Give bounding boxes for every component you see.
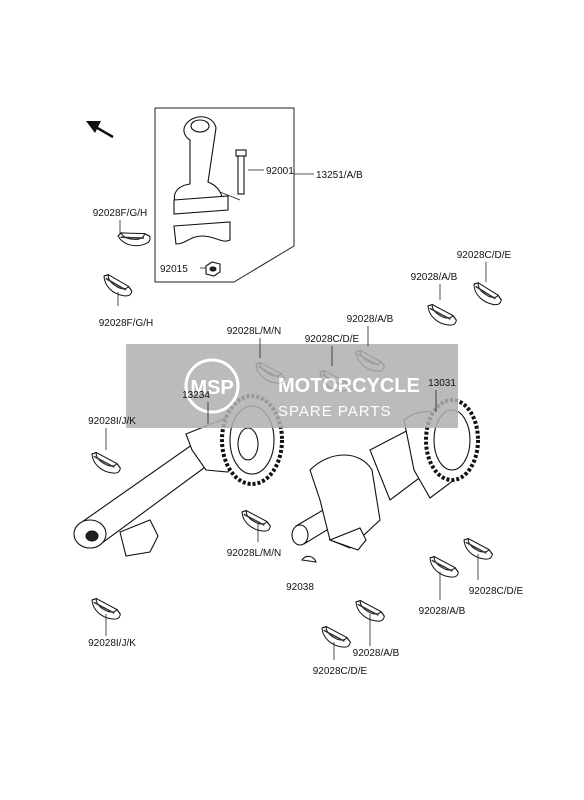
leader-lines bbox=[105, 169, 487, 660]
label-92028cde-br: 92028C/D/E bbox=[469, 586, 524, 597]
direction-arrow-icon bbox=[86, 121, 114, 139]
label-13031: 13031 bbox=[428, 378, 456, 389]
bearing-shell-ab-tr bbox=[425, 303, 459, 327]
watermark: MSP MOTORCYCLE SPARE PARTS bbox=[126, 344, 458, 428]
bearing-shell-fgh-top bbox=[116, 224, 153, 252]
assembly-box-outline bbox=[154, 107, 295, 283]
bearing-shell-ab-br bbox=[427, 555, 461, 579]
woodruff-key bbox=[301, 555, 317, 563]
label-92028ab-tr: 92028/A/B bbox=[411, 272, 458, 283]
rod-bolt bbox=[235, 149, 247, 195]
label-92028ab-mid: 92028/A/B bbox=[347, 314, 394, 325]
part-labels: 92028F/G/H 92028F/G/H 92001 13251/A/B 92… bbox=[88, 166, 523, 677]
watermark-subtitle: SPARE PARTS bbox=[278, 403, 392, 420]
bearing-shell-fgh-bot bbox=[100, 273, 135, 298]
label-92028cde-bot: 92028C/D/E bbox=[313, 666, 368, 677]
label-92028lmn-bot: 92028L/M/N bbox=[227, 548, 281, 559]
bearing-shell-cde-tr bbox=[469, 281, 505, 307]
bearing-shell-ijk-top bbox=[89, 451, 123, 475]
rod-cap bbox=[173, 221, 231, 245]
label-92028cde-mid: 92028C/D/E bbox=[305, 334, 360, 345]
label-92038: 92038 bbox=[286, 582, 314, 593]
label-92028fgh-bot: 92028F/G/H bbox=[99, 318, 153, 329]
label-92028ijk-bot: 92028I/J/K bbox=[88, 638, 136, 649]
label-92001: 92001 bbox=[266, 166, 294, 177]
label-92028ijk-top: 92028I/J/K bbox=[88, 416, 136, 427]
label-13234: 13234 bbox=[182, 390, 210, 401]
bearing-shell-lmn-bot bbox=[239, 509, 273, 533]
label-92028ab-br: 92028/A/B bbox=[419, 606, 466, 617]
bearing-shell-cde-bot bbox=[319, 625, 353, 649]
label-92028cde-tr: 92028C/D/E bbox=[457, 250, 512, 261]
watermark-title: MOTORCYCLE bbox=[278, 375, 420, 397]
label-92028ab-bot: 92028/A/B bbox=[353, 648, 400, 659]
connecting-rod-assembly bbox=[154, 107, 314, 283]
watermark-logo-icon: MSP bbox=[184, 358, 240, 414]
label-92028lmn-top: 92028L/M/N bbox=[227, 326, 281, 337]
label-13251: 13251/A/B bbox=[316, 170, 363, 181]
label-92028fgh-top: 92028F/G/H bbox=[93, 208, 147, 219]
label-92015: 92015 bbox=[160, 264, 188, 275]
rod-nut bbox=[205, 261, 221, 277]
watermark-logo: MSP bbox=[190, 377, 233, 399]
